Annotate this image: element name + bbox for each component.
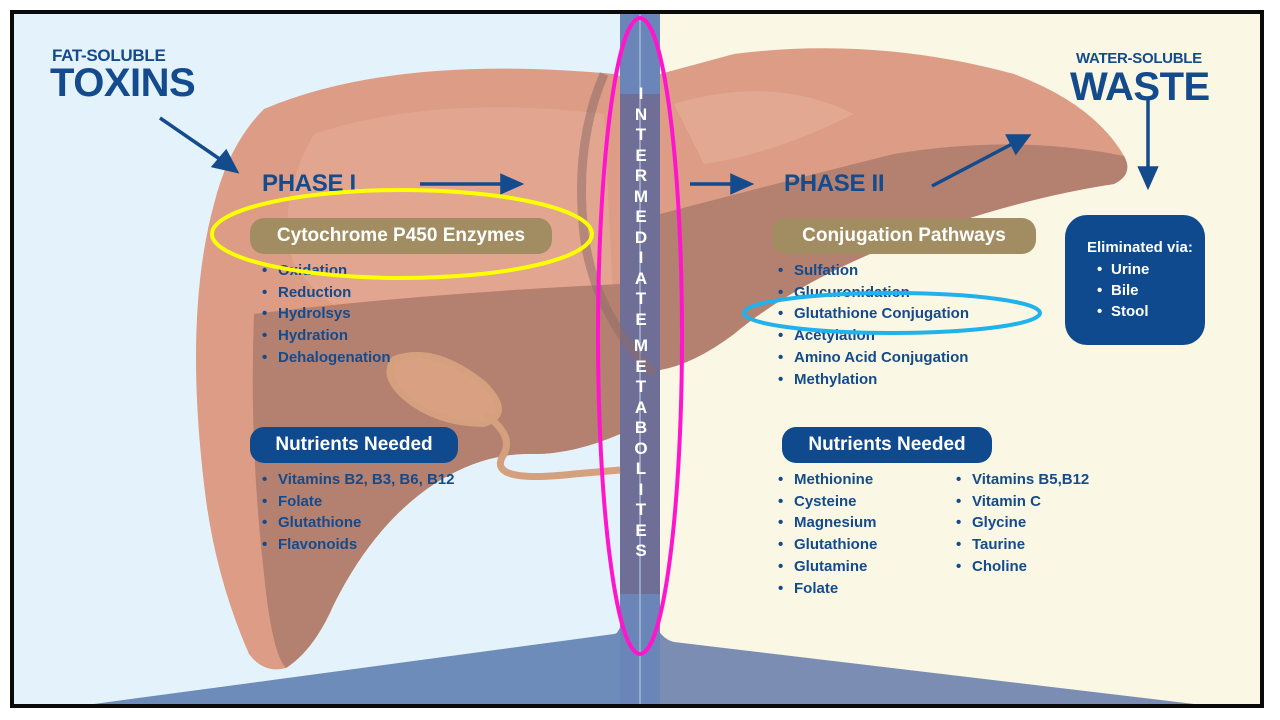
list-item: Stool xyxy=(1097,301,1149,322)
arrow-phase1-to-metabolites xyxy=(420,173,525,195)
label-letter: A xyxy=(634,268,648,288)
label-letter: I xyxy=(638,479,644,499)
phase1-nutrients-pill: Nutrients Needed xyxy=(250,427,458,463)
label-letter: M xyxy=(633,186,649,206)
list-item: Dehalogenation xyxy=(262,347,391,369)
list-item: Magnesium xyxy=(778,512,877,534)
arrow-metabolites-to-phase2 xyxy=(690,173,755,195)
label-letter: L xyxy=(635,459,647,478)
phase1-reactions-list: Oxidation Reduction Hydrolsys Hydration … xyxy=(262,260,391,369)
label-letter: B xyxy=(634,418,648,437)
list-item: Amino Acid Conjugation xyxy=(778,347,969,369)
list-item: Glutamine xyxy=(778,556,877,578)
list-item: Hydrolsys xyxy=(262,303,391,325)
phase1-nutrients-list: Vitamins B2, B3, B6, B12 Folate Glutathi… xyxy=(262,469,454,556)
liver-right-shadow xyxy=(660,144,1128,370)
cyan-highlight-ellipse xyxy=(742,291,1042,335)
list-item: Folate xyxy=(778,578,877,600)
list-item: Cysteine xyxy=(778,491,877,513)
list-item: Bile xyxy=(1097,280,1149,301)
list-item: Glutathione Conjugation xyxy=(778,303,969,325)
list-item: Vitamins B5,B12 xyxy=(956,469,1089,491)
left-heading-small: FAT-SOLUBLE xyxy=(52,46,166,65)
label-letter: M xyxy=(633,336,649,355)
list-item: Hydration xyxy=(262,325,391,347)
list-item: Vitamins B2, B3, B6, B12 xyxy=(262,469,454,491)
label-letter: T xyxy=(635,377,647,396)
left-heading-big: TOXINS xyxy=(50,61,196,105)
label-letter: E xyxy=(635,145,647,165)
label-letter: A xyxy=(634,397,648,417)
gallbladder xyxy=(386,351,502,428)
list-item: Glutathione xyxy=(778,534,877,556)
floor-right xyxy=(646,574,1194,704)
list-item: Vitamin C xyxy=(956,491,1089,513)
highlight-overlay xyxy=(210,16,1042,656)
list-item: Flavonoids xyxy=(262,534,454,556)
label-letter: I xyxy=(638,84,644,103)
list-item: Folate xyxy=(262,491,454,513)
diagram-frame: FAT-SOLUBLE TOXINS WATER-SOLUBLE WASTE P… xyxy=(10,10,1264,708)
label-letter: E xyxy=(635,207,647,226)
label-letter: S xyxy=(635,541,647,560)
label-letter: R xyxy=(634,166,648,185)
phase2-nutrients-list-col1: Methionine Cysteine Magnesium Glutathion… xyxy=(778,469,877,599)
list-item: Methylation xyxy=(778,369,969,391)
floor-left-fill xyxy=(114,574,630,704)
label-letter: E xyxy=(635,309,647,329)
arrow-phase2-to-waste xyxy=(931,134,1032,188)
label-letter: I xyxy=(638,248,644,267)
phase2-title: PHASE II xyxy=(784,170,885,197)
list-item: Choline xyxy=(956,556,1089,578)
label-letter: N xyxy=(634,104,648,124)
list-item: Sulfation xyxy=(778,260,969,282)
elimination-routes-list: Urine Bile Stool xyxy=(1097,259,1149,322)
phase1-pill: Cytochrome P450 Enzymes xyxy=(250,218,552,254)
label-letter: O xyxy=(634,438,648,458)
phase2-nutrients-pill: Nutrients Needed xyxy=(782,427,992,463)
yellow-highlight-ellipse xyxy=(210,188,594,280)
label-letter: E xyxy=(635,356,647,376)
intermediate-metabolites-label: I N T E R M E D I A T E M E T A B O L I … xyxy=(630,84,652,562)
list-item: Urine xyxy=(1097,259,1149,280)
arrow-waste-down xyxy=(1137,100,1159,191)
label-letter: E xyxy=(635,520,647,540)
elimination-title: Eliminated via: xyxy=(1087,239,1193,256)
phase2-pill: Conjugation Pathways xyxy=(772,218,1036,254)
label-letter: D xyxy=(634,227,648,247)
magenta-highlight-ellipse xyxy=(596,16,684,656)
label-letter: T xyxy=(635,289,647,308)
list-item: Methionine xyxy=(778,469,877,491)
list-item: Reduction xyxy=(262,282,391,304)
label-letter: T xyxy=(635,125,647,144)
right-heading-small: WATER-SOLUBLE xyxy=(1076,50,1202,67)
right-heading-big: WASTE xyxy=(1070,65,1210,109)
list-item: Glycine xyxy=(956,512,1089,534)
elimination-box: Eliminated via: Urine Bile Stool xyxy=(1065,215,1205,345)
list-item: Taurine xyxy=(956,534,1089,556)
phase2-nutrients-list-col2: Vitamins B5,B12 Vitamin C Glycine Taurin… xyxy=(956,469,1089,578)
list-item: Glutathione xyxy=(262,512,454,534)
arrow-toxins-to-phase1 xyxy=(159,116,240,174)
label-letter: T xyxy=(635,500,647,519)
